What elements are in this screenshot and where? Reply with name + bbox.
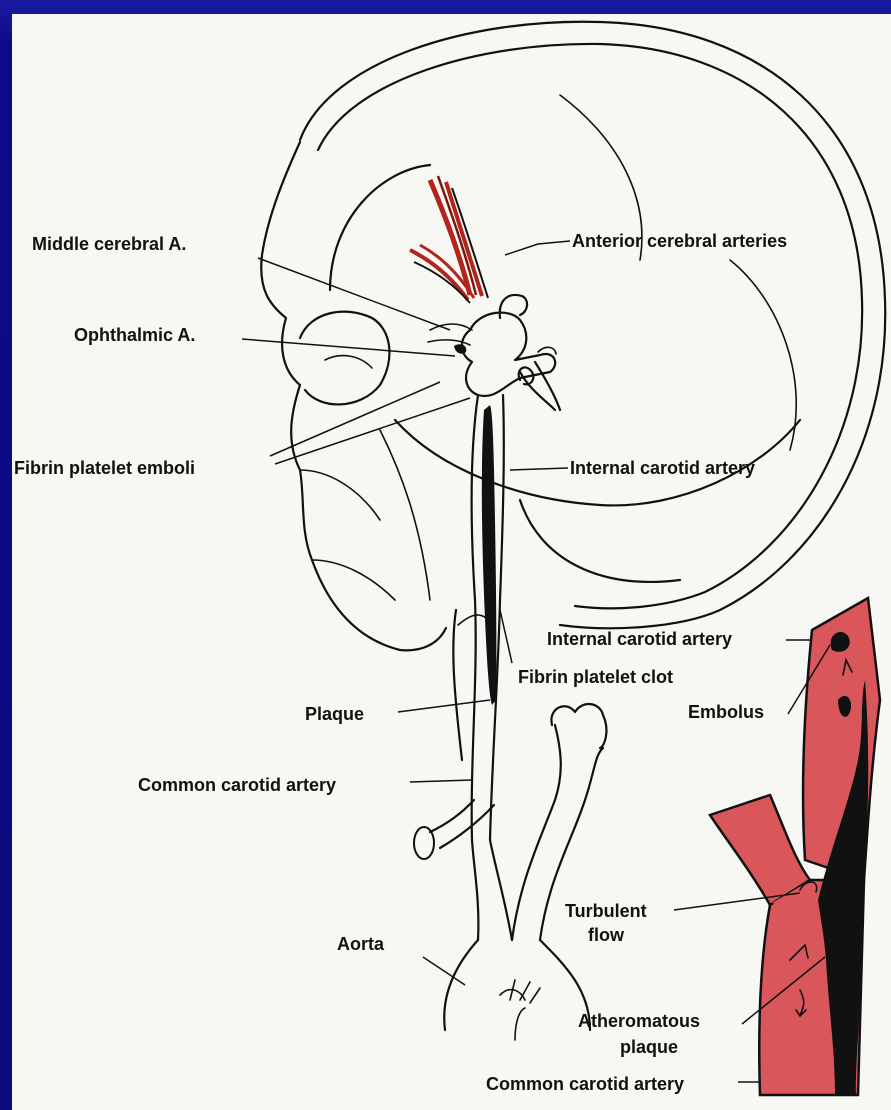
label-middle-cerebral: Middle cerebral A. — [32, 234, 186, 254]
cerebral-arteries — [410, 176, 488, 303]
label-aorta: Aorta — [337, 934, 385, 954]
label-common-carotid-bottom: Common carotid artery — [486, 1074, 684, 1094]
label-anterior-cerebral-arteries: Anterior cerebral arteries — [572, 231, 787, 251]
label-plaque-inset: plaque — [620, 1037, 678, 1057]
circle-of-willis — [428, 295, 560, 410]
face-profile — [261, 142, 446, 650]
label-fibrin-platelet-emboli: Fibrin platelet emboli — [14, 458, 195, 478]
labels: Middle cerebral A. Anterior cerebral art… — [14, 231, 787, 1094]
label-common-carotid-left: Common carotid artery — [138, 775, 336, 795]
label-internal-carotid-lower: Internal carotid artery — [547, 629, 732, 649]
label-internal-carotid-upper: Internal carotid artery — [570, 458, 755, 478]
bifurcation-inset — [710, 598, 880, 1095]
label-plaque: Plaque — [305, 704, 364, 724]
label-fibrin-platelet-clot: Fibrin platelet clot — [518, 667, 673, 687]
carotid-vessels — [414, 395, 606, 1040]
label-atheromatous: Atheromatous — [578, 1011, 700, 1031]
label-embolus: Embolus — [688, 702, 764, 722]
label-flow: flow — [588, 925, 625, 945]
label-turbulent: Turbulent — [565, 901, 647, 921]
label-ophthalmic: Ophthalmic A. — [74, 325, 195, 345]
skull-outline — [300, 22, 885, 629]
leader-lines — [242, 241, 830, 1082]
